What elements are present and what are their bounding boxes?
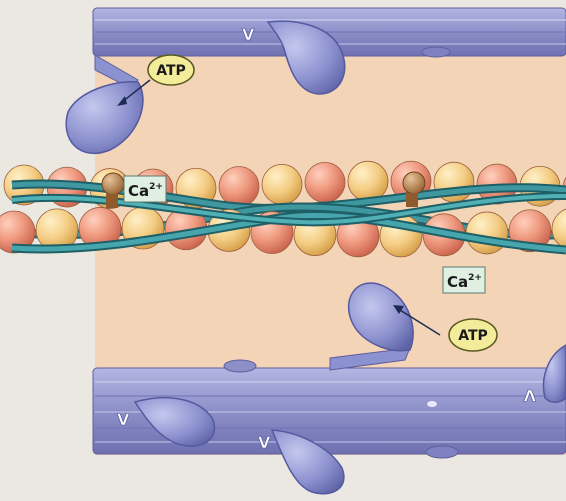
hinge-v-top: V xyxy=(242,25,255,44)
actin-bead xyxy=(305,162,345,202)
atp-label-bottom: ATP xyxy=(458,328,488,344)
troponin-right xyxy=(403,172,425,194)
calcium-label-top: Ca xyxy=(128,182,149,200)
actin-bead xyxy=(348,161,388,201)
hinge-v-bottom-right: V xyxy=(523,386,536,405)
actin-bead xyxy=(219,167,259,207)
calcium-label-bottom: Ca xyxy=(447,273,468,291)
atp-label-top: ATP xyxy=(156,63,186,79)
hinge-v-bottom-left-1: V xyxy=(117,410,130,429)
actin-bead xyxy=(262,164,302,204)
calcium-charge-bottom: 2+ xyxy=(468,273,482,283)
atp-badge-top: ATP xyxy=(148,55,194,85)
calcium-charge-top: 2+ xyxy=(149,182,163,192)
calcium-badge-top: Ca2+ xyxy=(124,176,166,202)
atp-badge-bottom: ATP xyxy=(449,319,497,351)
actin-bead xyxy=(466,212,508,254)
troponin-left xyxy=(102,173,124,195)
calcium-badge-bottom: Ca2+ xyxy=(443,267,485,293)
hinge-v-bottom-left-2: V xyxy=(258,433,271,452)
